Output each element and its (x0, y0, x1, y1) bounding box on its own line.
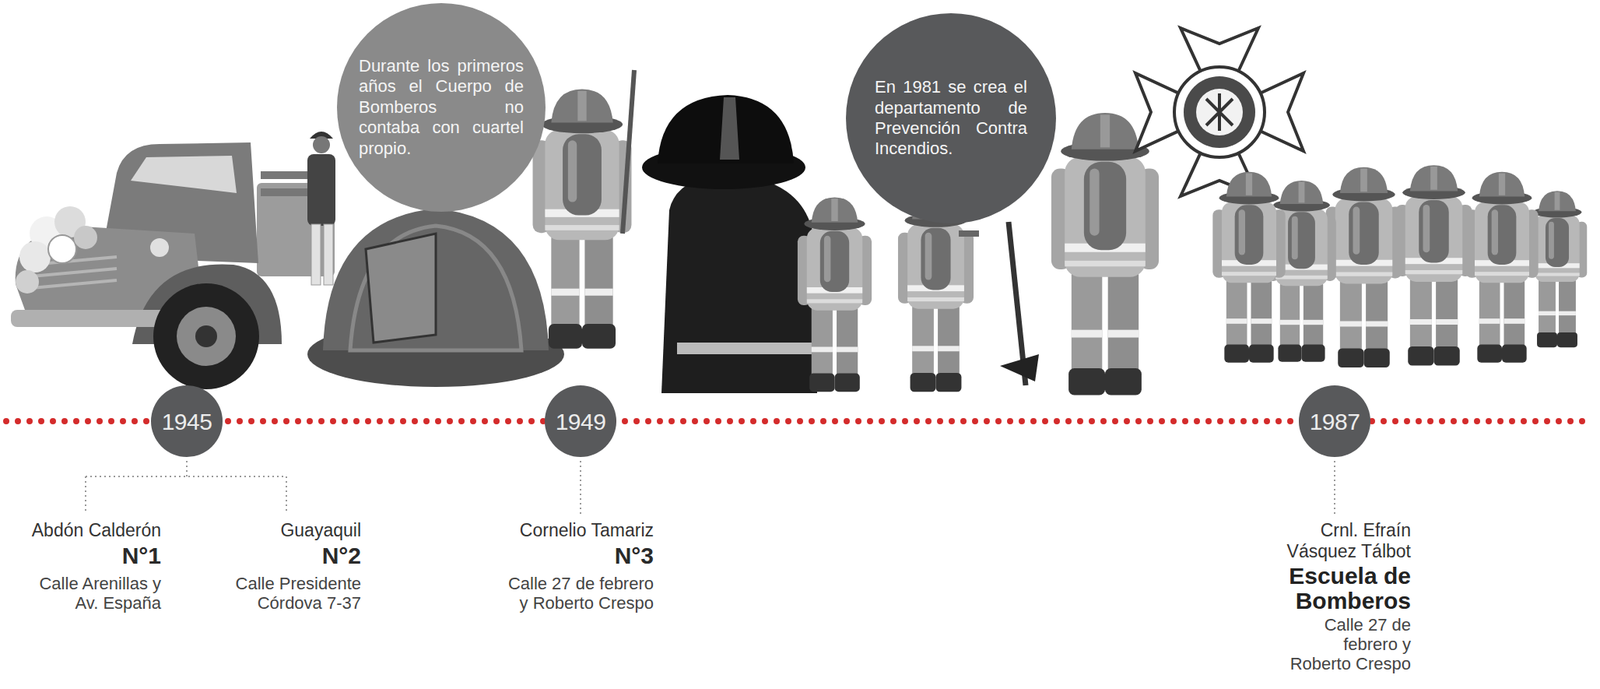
firefighter-back (1051, 112, 1159, 396)
man-leg (323, 224, 334, 285)
station-address: Calle Arenillas y Av. España (19, 573, 162, 613)
helmet-shield (365, 233, 436, 343)
dark-stripe (677, 342, 814, 355)
helmet-dome (322, 208, 549, 351)
pike-pole (622, 70, 635, 234)
emblem-disc (1183, 76, 1256, 148)
emblem-ring (1174, 66, 1265, 158)
man-uniform (307, 154, 336, 226)
station-name: Cornelio Tamariz (451, 519, 654, 541)
truck-wheel (153, 283, 260, 390)
old-helmet (307, 208, 565, 387)
year-circle: 1949 (544, 385, 617, 457)
truck-wheel (176, 306, 236, 366)
node-text-block: 1949 (555, 408, 607, 435)
node-text-block: Durante los primeros años el Cuerpo de B… (358, 56, 524, 159)
leader-line (1333, 460, 1336, 514)
leader-line (579, 460, 582, 514)
fire-department-emblem (1135, 28, 1304, 197)
firefighter (797, 196, 872, 392)
info-bubble: En 1981 se crea el departamento de Preve… (845, 13, 1057, 224)
man-head (312, 136, 330, 154)
firefighter-group (1212, 164, 1587, 368)
fire-truck (10, 142, 335, 390)
year-label: 1949 (555, 408, 607, 435)
firefighter (1212, 171, 1285, 363)
flowers (19, 241, 51, 273)
dark-coat (661, 175, 818, 393)
truck-bumper (10, 309, 171, 327)
axe-head (1000, 354, 1039, 382)
uniformed-man (307, 131, 336, 285)
bubble-text: Durante los primeros años el Cuerpo de B… (358, 56, 524, 159)
station-name: Abdón Calderón (0, 519, 162, 541)
truck-window (130, 155, 237, 193)
station-name: Crnl. Efraín Vásquez Tálbot (1266, 519, 1411, 562)
year-circle: 1945 (150, 385, 223, 457)
year-label: 1945 (161, 408, 213, 435)
flowers (15, 270, 39, 294)
flowers (48, 235, 77, 264)
year-circle: 1987 (1298, 385, 1371, 457)
bubble-text: En 1981 se crea el departamento de Preve… (874, 77, 1028, 160)
node-text-block: 1987 (1309, 408, 1361, 435)
dark-helmet-ridge (719, 97, 740, 160)
climbing-firefighter (533, 89, 632, 349)
year-label: 1987 (1309, 408, 1361, 435)
firefighter (1396, 164, 1473, 365)
man-leg (311, 224, 321, 285)
dark-firefighter (642, 94, 818, 393)
helmet-ridge (350, 225, 522, 351)
station-address: Calle 27 de febrero y Roberto Crespo (1278, 614, 1411, 674)
firefighter (898, 192, 974, 392)
flowers (73, 225, 98, 250)
station-number: N°2 (174, 542, 362, 569)
emblem-center (1196, 88, 1243, 136)
truck-wheel (195, 325, 218, 348)
station-name: Guayaquil (174, 519, 362, 541)
station-address: Calle Presidente Córdova 7-37 (205, 573, 362, 613)
leader-line (85, 460, 287, 514)
station-address: Calle 27 de febrero y Roberto Crespo (498, 573, 654, 613)
node-text-block: En 1981 se crea el departamento de Preve… (874, 77, 1028, 160)
station-number: N°3 (451, 542, 654, 569)
school-name: Escuela de Bomberos (1266, 563, 1411, 614)
truck-lamp (150, 238, 169, 257)
emblem-tools (1206, 93, 1233, 131)
tool-handle (958, 230, 979, 237)
dark-helmet (657, 94, 794, 164)
node-text-block: 1945 (161, 408, 213, 435)
firefighter (1326, 167, 1403, 368)
firefighter (1465, 171, 1538, 363)
station-number: N°1 (0, 542, 162, 569)
info-bubble: Durante los primeros años el Cuerpo de B… (336, 3, 546, 212)
